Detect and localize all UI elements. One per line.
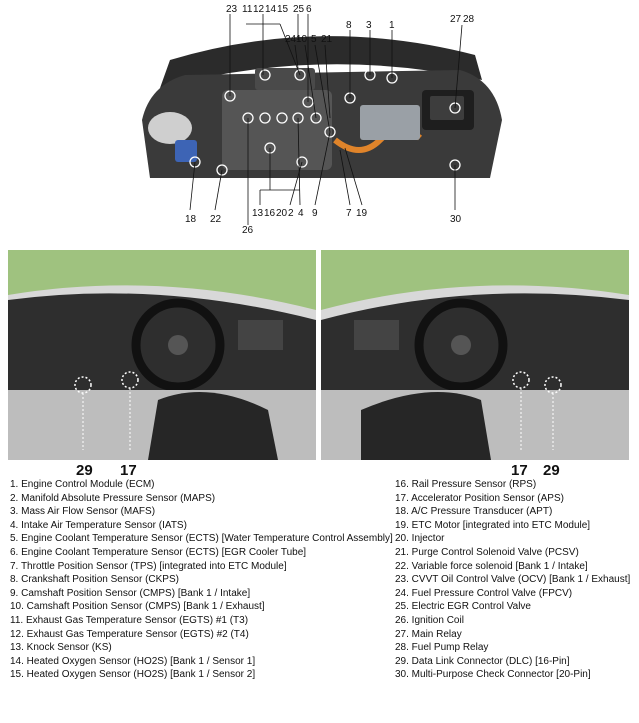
legend-item: 16. Rail Pressure Sensor (RPS) — [395, 479, 537, 490]
callout-6: 6 — [306, 4, 312, 15]
legend-item: 13. Knock Sensor (KS) — [10, 642, 112, 654]
legend-item: 25. Electric EGR Control Valve — [395, 601, 531, 613]
callout-13: 13 — [252, 208, 264, 219]
legend-item: 1. Engine Control Module (ECM) — [10, 479, 155, 490]
legend-item: 17. Accelerator Position Sensor (APS) — [395, 492, 564, 504]
legend-item: 18. A/C Pressure Transducer (APT) — [395, 506, 553, 518]
steering-wheel — [131, 298, 225, 392]
leader-lines — [189, 14, 463, 225]
legend-item: 10. Camshaft Position Sensor (CMPS) [Ban… — [10, 601, 265, 613]
windshield-view — [8, 250, 316, 310]
callout-28: 28 — [463, 14, 475, 25]
engine-bay-diagram: 23 11 12 14 15 25 6 8 3 1 27 28 24 10 5 … — [142, 4, 502, 235]
windshield-view — [321, 250, 629, 310]
legend-item: 12. Exhaust Gas Temperature Sensor (EGTS… — [10, 628, 249, 640]
callout-8: 8 — [346, 20, 352, 31]
relay-box — [430, 96, 464, 120]
cabin-right-hand-drive — [321, 250, 629, 460]
wheel-hub — [168, 335, 188, 355]
callout-11: 11 — [242, 4, 253, 15]
legend-item: 7. Throttle Position Sensor (TPS) [integ… — [10, 560, 287, 572]
dashboard — [321, 293, 629, 390]
callout-19: 19 — [356, 208, 368, 219]
legend-item: 28. Fuel Pump Relay — [395, 642, 489, 654]
cabin-left-labels: 29 17 — [76, 462, 137, 479]
legend-item: 30. Multi-Purpose Check Connector [20-Pi… — [395, 669, 591, 681]
intake-plenum — [255, 68, 315, 90]
dashboard — [8, 293, 316, 390]
legend-item: 9. Camshaft Position Sensor (CMPS) [Bank… — [10, 587, 251, 599]
legend-item: 4. Intake Air Temperature Sensor (IATS) — [10, 519, 187, 531]
driver-seat — [148, 392, 278, 460]
cabin-right-labels: 17 29 — [511, 462, 560, 479]
callout-17-right: 17 — [511, 462, 528, 479]
callout-17-left: 17 — [120, 462, 137, 479]
callout-10: 10 — [296, 34, 308, 45]
legend-item: 26. Ignition Coil — [395, 614, 464, 626]
legend-item: 21. Purge Control Solenoid Valve (PCSV) — [395, 546, 579, 558]
legend-item: 5. Engine Coolant Temperature Sensor (EC… — [10, 533, 393, 545]
legend-item: 2. Manifold Absolute Pressure Sensor (MA… — [10, 492, 216, 504]
callout-29-left: 29 — [76, 462, 93, 479]
callout-16: 16 — [264, 208, 276, 219]
legend-item: 22. Variable force solenoid [Bank 1 / In… — [395, 560, 588, 572]
center-console — [354, 320, 399, 350]
legend-item: 3. Mass Air Flow Sensor (MAFS) — [10, 506, 156, 518]
callout-9: 9 — [312, 208, 318, 219]
legend-item: 24. Fuel Pressure Control Valve (FPCV) — [395, 587, 573, 599]
headlight-left — [148, 112, 192, 144]
cabin-left-hand-drive — [8, 250, 316, 460]
legend-right-column: 16. Rail Pressure Sensor (RPS) 17. Accel… — [395, 478, 635, 682]
callout-5: 5 — [311, 34, 317, 45]
engine-cover — [222, 90, 332, 170]
legend-item: 29. Data Link Connector (DLC) [16-Pin] — [395, 655, 570, 667]
callout-2: 2 — [288, 208, 294, 219]
callout-23: 23 — [226, 4, 238, 15]
legend-left-column: 1. Engine Control Module (ECM) 2. Manifo… — [10, 478, 395, 682]
legend-item: 20. Injector — [395, 533, 445, 545]
callout-3: 3 — [366, 20, 372, 31]
callout-18: 18 — [185, 214, 197, 225]
callout-30: 30 — [450, 214, 462, 225]
legend-item: 23. CVVT Oil Control Valve (OCV) [Bank 1… — [395, 574, 631, 586]
legend-item: 27. Main Relay — [395, 628, 462, 640]
legend-item: 14. Heated Oxygen Sensor (HO2S) [Bank 1 … — [10, 655, 256, 667]
callout-1: 1 — [389, 20, 395, 31]
legend-item: 6. Engine Coolant Temperature Sensor (EC… — [10, 546, 307, 558]
inverter — [360, 105, 420, 140]
center-console — [238, 320, 283, 350]
callout-7: 7 — [346, 208, 352, 219]
legend-item: 19. ETC Motor [integrated into ETC Modul… — [395, 519, 591, 531]
callout-12: 12 — [253, 4, 265, 15]
driver-seat — [361, 392, 491, 460]
callout-24: 24 — [285, 34, 297, 45]
callout-29-right: 29 — [543, 462, 560, 479]
legend-item: 11. Exhaust Gas Temperature Sensor (EGTS… — [10, 614, 249, 626]
callout-22: 22 — [210, 214, 222, 225]
callout-27: 27 — [450, 14, 462, 25]
callout-14: 14 — [265, 4, 277, 15]
callout-15: 15 — [277, 4, 289, 15]
callout-21: 21 — [321, 34, 333, 45]
washer-reservoir — [175, 140, 197, 162]
wheel-hub — [451, 335, 471, 355]
callout-20: 20 — [276, 208, 288, 219]
legend-item: 15. Heated Oxygen Sensor (HO2S) [Bank 1 … — [10, 669, 256, 681]
open-hood — [160, 36, 482, 88]
callout-4: 4 — [298, 208, 304, 219]
callout-25: 25 — [293, 4, 305, 15]
steering-wheel — [414, 298, 508, 392]
legend-item: 8. Crankshaft Position Sensor (CKPS) — [10, 574, 179, 586]
callout-26: 26 — [242, 225, 254, 235]
